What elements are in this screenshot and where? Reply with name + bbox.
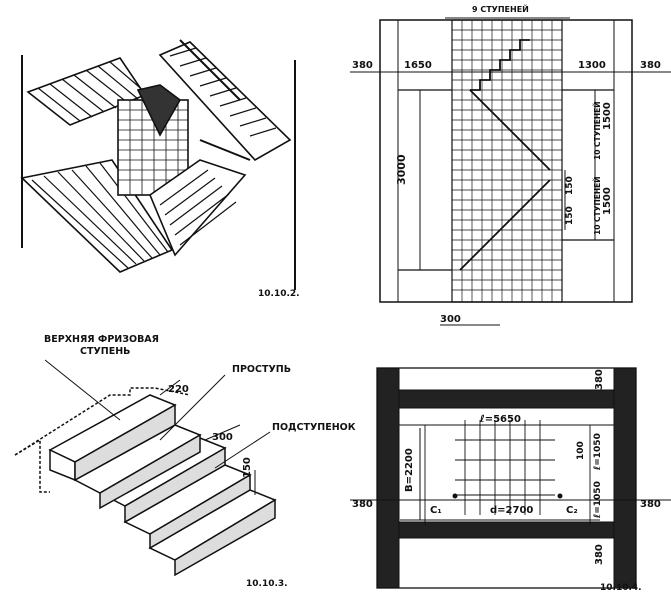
label-10-steps-upper: 10 СТУПЕНЕЙ [593,101,602,160]
figure-stair-plan [350,17,671,326]
dim-150-step: 150 [242,457,253,478]
label-10-steps-lower: 10 СТУПЕНЕЙ [593,176,602,235]
label-tread: ПРОСТУПЬ [232,364,291,375]
label-top-step-1: ВЕРХНЯЯ ФРИЗОВАЯ [44,334,159,345]
dim-380-top-right: 380 [594,369,605,390]
caption-figure-3: 10.10.3. [246,579,288,589]
dim-380-bottom-right: 380 [594,544,605,565]
dim-d-2700: d=2700 [490,505,533,516]
dim-l-5650: ℓ=5650 [479,414,521,425]
dim-150-b: 150 [565,206,575,225]
caption-figure-4: 10.10.4. [600,583,642,593]
label-top-step-2: СТУПЕНЬ [80,346,130,357]
label-riser: ПОДСТУПЕНОК [272,422,356,433]
dim-150-a: 150 [565,176,575,195]
dim-1500-lower: 1500 [602,187,613,215]
dim-100: 100 [576,441,586,460]
figure-isometric-staircase [20,39,296,290]
dim-3000: 3000 [395,154,408,185]
dim-1300: 1300 [578,60,606,71]
dim-1650: 1650 [404,60,432,71]
dim-300: 300 [440,314,461,325]
figure-plan-dimensions [350,367,671,589]
dim-380-right-plan: 380 [640,499,661,510]
dim-l-1050: ℓ=1050 [593,481,603,519]
point-c2: C₂ [566,505,578,516]
dim-380-left: 380 [352,60,373,71]
dim-l-small: ℓ=1050 [593,433,603,471]
dim-B-2200: В=2200 [404,448,415,492]
figure-step-detail [14,359,277,577]
point-c1: C₁ [430,505,442,516]
dim-1500-upper: 1500 [602,102,613,130]
dim-300-step: 300 [212,432,233,443]
dim-220: 220 [168,384,189,395]
dim-380-left-plan: 380 [352,499,373,510]
label-9-steps: 9 СТУПЕНЕЙ [472,3,529,14]
caption-figure-2: 10.10.2. [258,289,300,299]
dim-380-right: 380 [640,60,661,71]
